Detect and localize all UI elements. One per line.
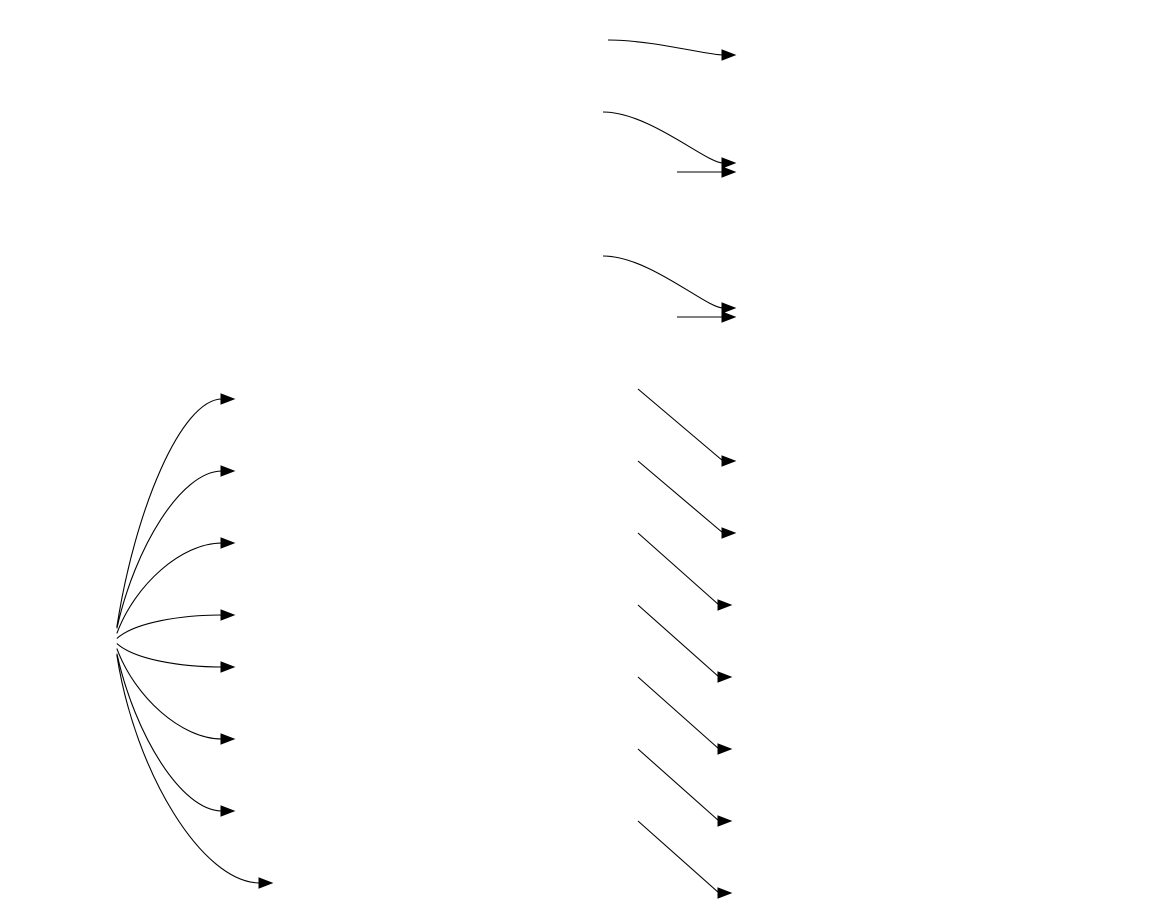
edge-arrowhead: [717, 887, 733, 899]
edge-imposm3-to-osm_landcover_polygon_gen5: [116, 542, 223, 634]
edge-arrowhead: [258, 877, 274, 889]
edges-layer: [116, 39, 737, 899]
edge-arrowhead: [717, 743, 733, 755]
edge-arrowhead: [220, 733, 236, 745]
edge-imposm3-to-osm_landcover_polygon_gen7: [116, 398, 223, 628]
edge-osm_landcover_polygon_gen3-to-landcover_z12: [637, 676, 720, 750]
edge-arrowhead: [721, 166, 737, 178]
edge-imposm3-to-osm_landcover_polygon_gen4: [116, 614, 223, 639]
edge-osm_landcover_polygon_gen6-to-landcover_z9: [637, 460, 724, 534]
edge-imposm3-to-osm_landcover_polygon: [116, 654, 261, 884]
edge-ne_10m_glaciated_areas-to-landcover_z5: [602, 255, 724, 309]
edge-arrowhead: [721, 455, 737, 467]
edge-osm_landcover_polygon_gen4-to-landcover_z11: [637, 604, 720, 678]
edge-arrowhead: [220, 393, 236, 405]
edge-arrowhead: [220, 661, 236, 673]
edge-arrowhead: [721, 157, 737, 169]
edge-osm_landcover_polygon_gen5-to-landcover_z10: [637, 532, 720, 606]
edge-imposm3-to-osm_landcover_polygon_gen6: [116, 470, 223, 629]
edge-imposm3-to-osm_landcover_polygon_gen1: [116, 653, 223, 812]
edge-imposm3-to-osm_landcover_polygon_gen3: [116, 643, 223, 668]
edge-arrowhead: [220, 465, 236, 477]
edge-osm_landcover_polygon_gen1-to-landcover_z14: [637, 820, 720, 894]
edge-arrowhead: [717, 671, 733, 683]
edge-arrowhead: [717, 599, 733, 611]
edge-arrowhead: [721, 49, 737, 61]
edge-arrowhead: [721, 302, 737, 314]
edge-arrowhead: [220, 805, 236, 817]
edge-arrowhead: [721, 527, 737, 539]
edge-arrowhead: [220, 537, 236, 549]
edge-ne_110m_glaciated_areas-to-landcover_z0: [607, 39, 724, 56]
edge-ne_50m_glaciated_areas-to-landcover_z2: [602, 111, 724, 164]
edge-arrowhead: [717, 815, 733, 827]
edge-arrowhead: [220, 609, 236, 621]
edge-imposm3-to-osm_landcover_polygon_gen2: [116, 648, 223, 740]
edge-arrowhead: [721, 311, 737, 323]
edge-osm_landcover_polygon_gen2-to-landcover_z13: [637, 748, 720, 822]
edge-osm_landcover_polygon_gen7-to-landcover_z8: [637, 388, 724, 462]
